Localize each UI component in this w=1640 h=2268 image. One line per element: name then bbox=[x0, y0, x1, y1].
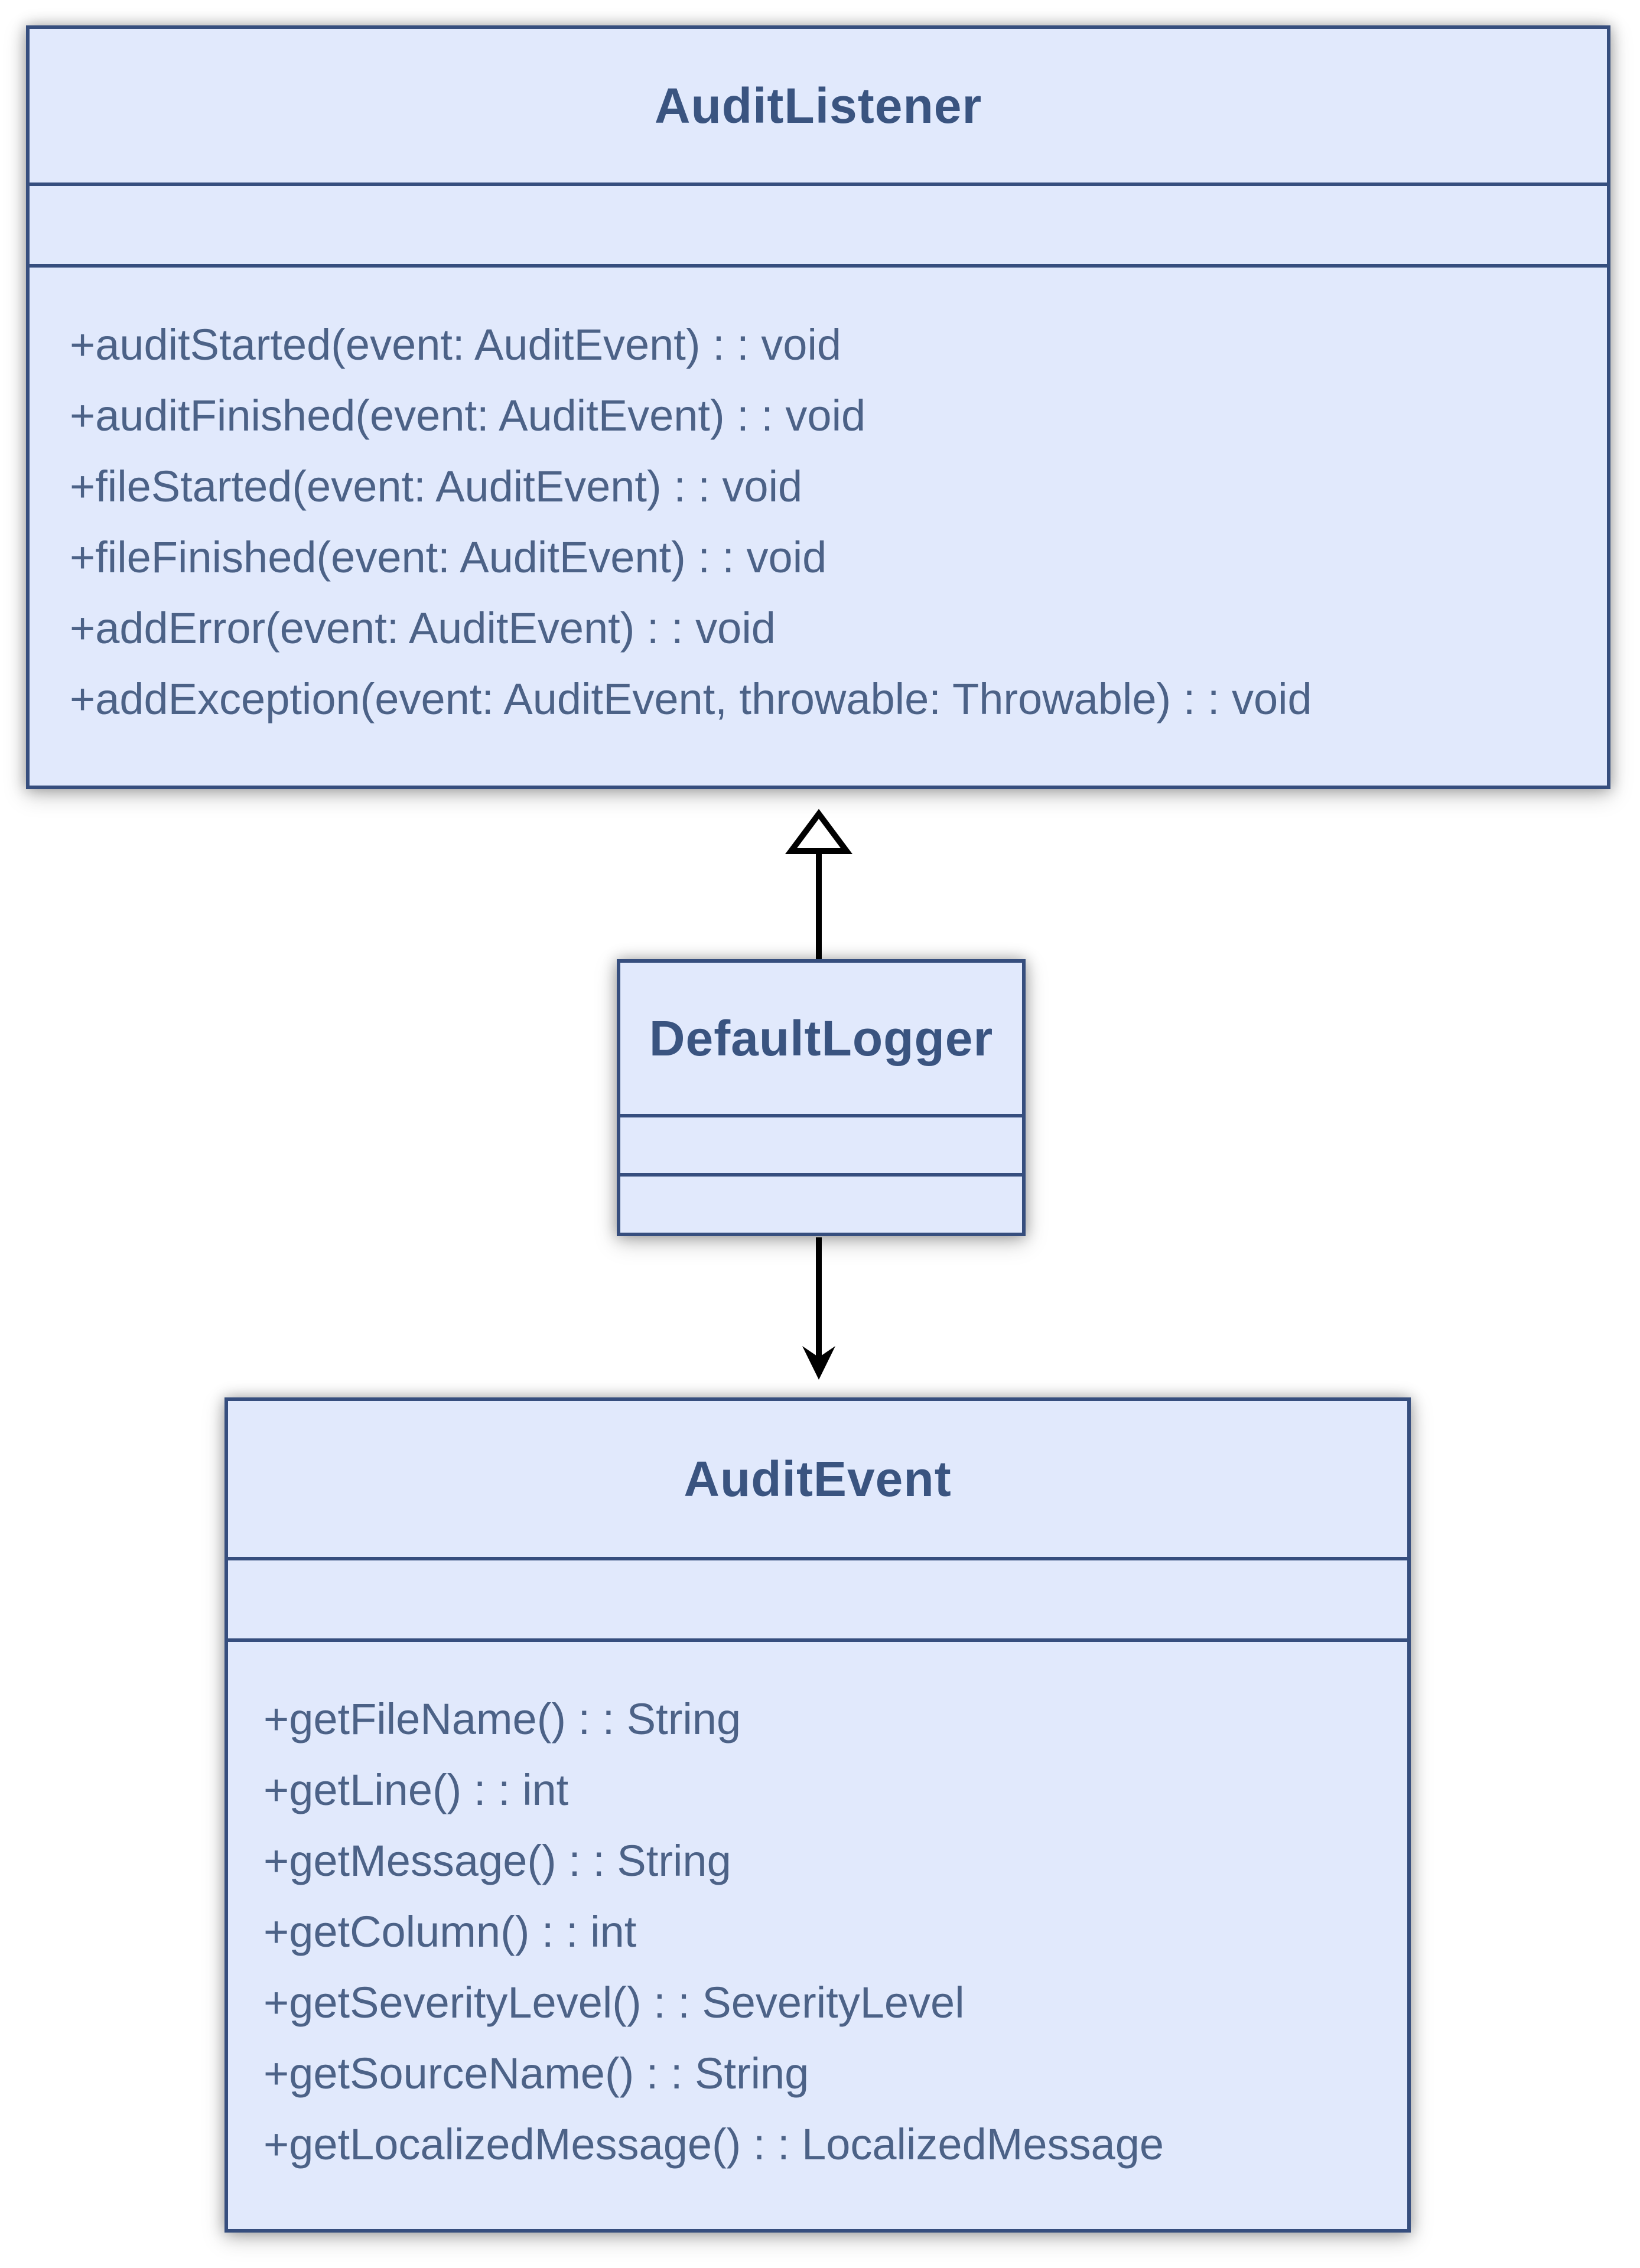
operation-line: +getMessage() : : String bbox=[263, 1836, 731, 1885]
class-box-auditevent: AuditEvent +getFileName() : : String+get… bbox=[224, 1397, 1411, 2233]
operation-line: +getLine() : : int bbox=[263, 1765, 569, 1814]
operation-line: +getLocalizedMessage() : : LocalizedMess… bbox=[263, 2119, 1164, 2169]
operations-compartment-auditlistener: +auditStarted(event: AuditEvent) : : voi… bbox=[30, 264, 1607, 786]
operation-line: +addException(event: AuditEvent, throwab… bbox=[70, 674, 1312, 724]
operation-line: +getSeverityLevel() : : SeverityLevel bbox=[263, 1977, 965, 2027]
operations-compartment-auditevent: +getFileName() : : String +getLine() : : … bbox=[228, 1638, 1407, 2229]
class-box-auditlistener: AuditListener +auditStarted(event: Audit… bbox=[26, 25, 1610, 789]
operation-line: +getColumn() : : int bbox=[263, 1907, 637, 1956]
hollow-triangle-arrowhead-icon bbox=[785, 809, 852, 854]
attributes-compartment-defaultlogger bbox=[620, 1114, 1022, 1173]
class-title-defaultlogger: DefaultLogger bbox=[649, 1010, 994, 1066]
operation-line: +auditStarted(event: AuditEvent) : : voi… bbox=[70, 320, 842, 369]
operation-line: +fileStarted(event: AuditEvent) : : void bbox=[70, 461, 803, 511]
operations-compartment-defaultlogger bbox=[620, 1173, 1022, 1233]
operation-line: +auditFinished(event: AuditEvent) : : vo… bbox=[70, 390, 866, 440]
operation-line: +addError(event: AuditEvent) : : void bbox=[70, 603, 776, 653]
operation-line: +fileFinished(event: AuditEvent) : : voi… bbox=[70, 532, 827, 582]
class-title-auditlistener: AuditListener bbox=[654, 77, 982, 133]
attributes-compartment-auditlistener bbox=[30, 183, 1607, 264]
operation-line: +getSourceName() : : String bbox=[263, 2048, 809, 2098]
operation-line: +getFileName() : : String bbox=[263, 1694, 741, 1744]
attributes-compartment-auditevent bbox=[228, 1557, 1407, 1638]
class-box-defaultlogger: DefaultLogger bbox=[617, 959, 1026, 1236]
class-title-auditevent: AuditEvent bbox=[684, 1451, 952, 1507]
filled-barb-arrowhead-icon bbox=[802, 1346, 835, 1380]
